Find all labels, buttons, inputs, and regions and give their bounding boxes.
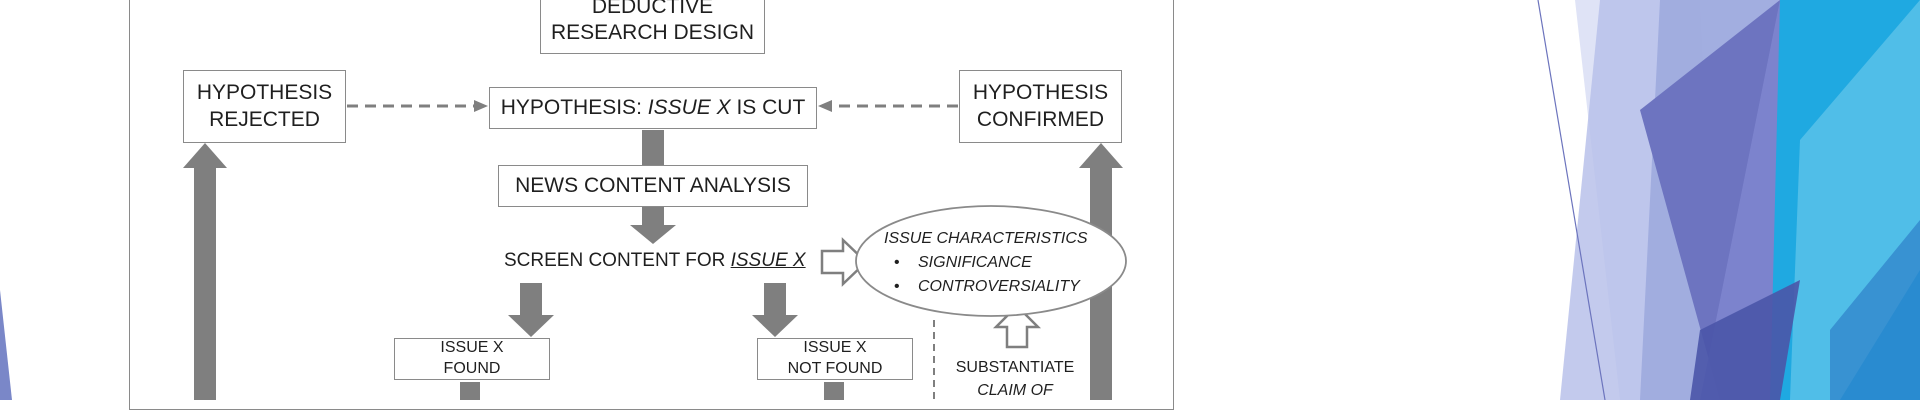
arrow-to-screen-shaft — [642, 206, 664, 226]
characteristics-item-controversiality: • CONTROVERSIALITY — [884, 275, 1144, 299]
hypothesis-box: HYPOTHESIS: ISSUE X IS CUT — [489, 87, 817, 129]
characteristics-text: ISSUE CHARACTERISTICS • SIGNIFICANCE • CON… — [884, 227, 1144, 299]
dashed-arrowhead-right — [818, 100, 832, 112]
hypothesis-prefix: HYPOTHESIS: — [500, 95, 648, 119]
issue-found-box: ISSUE X FOUND — [394, 338, 550, 380]
deductive-line-1: DEDUCTIVE — [591, 0, 714, 18]
characteristics-title: ISSUE CHARACTERISTICS — [884, 230, 1088, 247]
arrow-to-found-shaft — [520, 283, 542, 316]
issue-not-found-box: ISSUE X NOT FOUND — [757, 338, 913, 380]
screen-issue: ISSUE X — [730, 250, 806, 271]
left-vertical-shaft — [194, 166, 216, 400]
characteristics-item-significance: • SIGNIFICANCE — [884, 251, 1144, 275]
not-found-line-2: NOT FOUND — [787, 360, 883, 377]
hollow-arrow-up — [992, 304, 1042, 349]
not-found-line-1: ISSUE X — [803, 339, 867, 357]
substantiate-line-2: CLAIM OF — [977, 382, 1053, 400]
hypothesis-rejected-box: HYPOTHESIS REJECTED — [183, 70, 346, 143]
confirmed-line-2: CONFIRMED — [976, 107, 1105, 131]
significance-label: SIGNIFICANCE — [918, 254, 1032, 271]
deductive-design-box: DEDUCTIVE RESEARCH DESIGN — [540, 0, 765, 54]
arrow-to-screen-head — [630, 225, 676, 244]
arrow-to-not-found-shaft — [764, 283, 786, 316]
rejected-line-2: REJECTED — [209, 107, 320, 131]
screen-prefix: SCREEN CONTENT FOR — [504, 250, 731, 271]
screen-content-label: SCREEN CONTENT FOR ISSUE X — [504, 250, 806, 272]
right-up-arrowhead — [1079, 143, 1123, 168]
found-line-1: ISSUE X — [440, 339, 504, 357]
bullet-2: • — [894, 278, 900, 295]
hypothesis-confirmed-box: HYPOTHESIS CONFIRMED — [959, 70, 1122, 143]
arrow-to-found-head — [508, 315, 554, 337]
deco-thin-line — [1537, 0, 1606, 400]
confirmed-line-1: HYPOTHESIS — [972, 81, 1109, 105]
news-analysis-label: NEWS CONTENT ANALYSIS — [515, 173, 791, 197]
deco-shard-navy — [1690, 280, 1800, 400]
found-down-shaft — [460, 382, 480, 400]
deco-shard-blue-bottom — [1830, 220, 1920, 400]
controversiality-label: CONTROVERSIALITY — [918, 278, 1080, 295]
deductive-line-2: RESEARCH DESIGN — [550, 21, 755, 44]
hypothesis-issue: ISSUE X — [647, 95, 731, 119]
diagram-connectors — [183, 100, 1127, 400]
news-content-analysis-box: NEWS CONTENT ANALYSIS — [498, 165, 808, 207]
not-found-down-shaft — [824, 382, 844, 400]
dashed-arrowhead-left — [474, 100, 488, 112]
hollow-arrow-right — [820, 237, 868, 287]
rejected-line-1: HYPOTHESIS — [196, 81, 333, 105]
found-line-2: FOUND — [443, 360, 501, 377]
substantiate-claim-text: SUBSTANTIATE CLAIM OF — [935, 356, 1095, 402]
substantiate-line-1: SUBSTANTIATE — [955, 359, 1075, 376]
characteristics-ellipse — [855, 205, 1127, 317]
arrow-to-news-shaft — [642, 130, 664, 165]
arrow-to-not-found-head — [752, 315, 798, 337]
hypothesis-suffix: IS CUT — [730, 95, 806, 119]
background-decoration — [0, 0, 1920, 400]
left-up-arrowhead — [183, 143, 227, 168]
deco-left-sliver — [0, 290, 12, 400]
bullet-1: • — [894, 254, 900, 271]
